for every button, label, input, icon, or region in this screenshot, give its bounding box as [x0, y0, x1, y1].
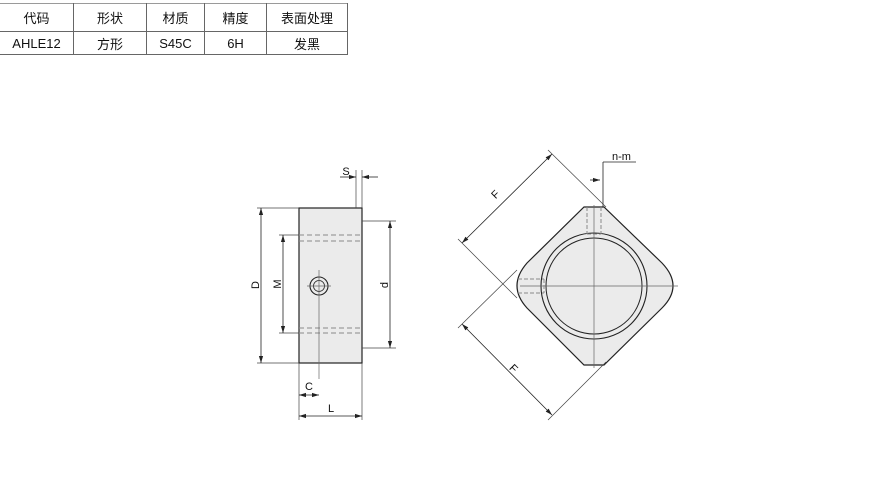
header-precision: 精度	[204, 3, 267, 32]
left-screw-hidden	[518, 278, 545, 294]
side-view: S D M d C L	[250, 166, 396, 420]
front-extension-lines	[457, 149, 607, 421]
header-code: 代码	[0, 3, 74, 32]
header-shape: 形状	[73, 3, 147, 32]
header-surface: 表面处理	[266, 3, 348, 32]
cell-shape: 方形	[73, 31, 147, 55]
dim-F-top-line	[461, 153, 553, 244]
cell-code: AHLE12	[0, 31, 74, 55]
label-F-bottom: F	[506, 362, 519, 375]
label-M: M	[272, 279, 284, 288]
label-S: S	[342, 166, 349, 178]
label-L: L	[328, 403, 334, 415]
front-view: n-m F F	[457, 149, 678, 421]
label-D: D	[250, 281, 262, 289]
header-material: 材质	[146, 3, 205, 32]
label-C: C	[305, 381, 313, 393]
side-hidden-lines	[299, 234, 362, 334]
top-screw-hidden	[586, 207, 602, 235]
spec-data-row: AHLE12 方形 S45C 6H 发黑	[0, 31, 348, 55]
cell-surface: 发黑	[266, 31, 348, 55]
front-center-lines	[520, 205, 678, 368]
spec-header-row: 代码 形状 材质 精度 表面处理	[0, 3, 348, 32]
side-dimension-lines	[258, 174, 393, 419]
label-F-top: F	[489, 188, 502, 201]
side-view-body	[298, 207, 363, 364]
nm-leader	[590, 161, 636, 207]
label-nm: n-m	[612, 151, 631, 163]
cell-precision: 6H	[204, 31, 267, 55]
dim-F-bottom-line	[461, 323, 553, 416]
spec-table: 代码 形状 材质 精度 表面处理 AHLE12 方形 S45C 6H 发黑	[0, 3, 348, 55]
label-d: d	[379, 282, 391, 288]
cell-material: S45C	[146, 31, 205, 55]
